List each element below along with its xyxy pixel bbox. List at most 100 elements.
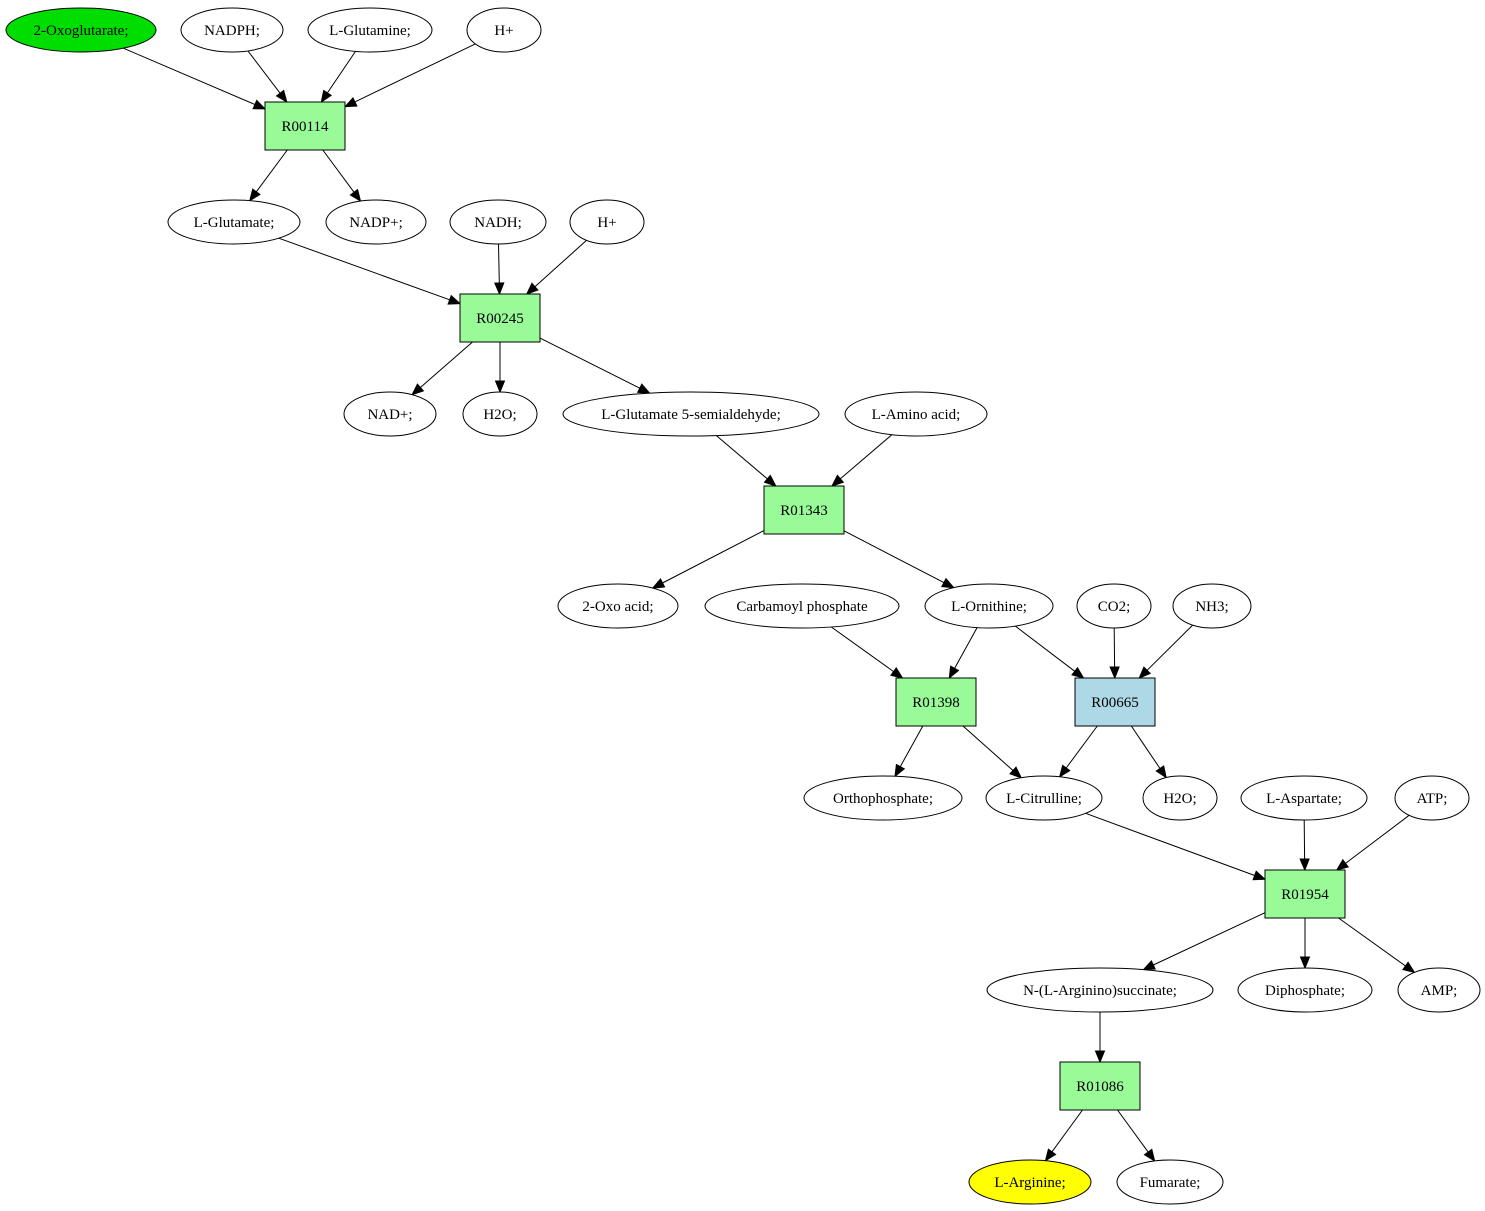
reaction-node-r00665[interactable]: R00665 [1074,677,1156,727]
compound-node-l-glutamate[interactable]: L-Glutamate; [167,199,301,245]
compound-node-nadh[interactable]: NADH; [449,199,547,245]
reaction-box [763,485,845,535]
edge-line [420,341,473,388]
compound-node-nadph[interactable]: NADPH; [180,7,284,53]
compound-node-carbamoyl-phosphate[interactable]: Carbamoyl phosphate [704,583,900,629]
edge-line [534,239,587,288]
reaction-box [459,293,541,343]
compound-label: NH3; [1195,599,1228,615]
edge-line [498,243,500,284]
compound-node-h2o[interactable]: H2O; [1142,775,1218,821]
reaction-node-r00245[interactable]: R00245 [459,293,541,343]
edge-r_R00245-to-c_nadplus [411,341,473,396]
arrowhead [252,99,267,110]
compound-node-nh3[interactable]: NH3; [1172,583,1252,629]
arrowhead [494,282,505,296]
reaction-node-r01954[interactable]: R01954 [1264,869,1346,919]
edge-line [247,50,281,94]
edge-c_co2-to-r_R00665 [1109,627,1120,680]
reaction-box [1074,677,1156,727]
edge-r_R01954-to-c_arginosuccinate [1142,912,1266,971]
edge-line [1338,917,1406,967]
compound-label: H+ [597,215,616,231]
compound-ellipse [343,391,437,437]
edge-line [831,626,894,673]
compound-node-l-ornithine[interactable]: L-Ornithine; [924,583,1054,629]
arrowhead [1009,766,1023,779]
compound-node-l-glutamine[interactable]: L-Glutamine; [307,7,433,53]
compound-node-n-l-arginino-succinate[interactable]: N-(L-Arginino)succinate; [986,967,1214,1013]
compound-node-2-oxoglutarate[interactable]: 2-Oxoglutarate; [5,7,157,53]
arrowhead [1044,1148,1057,1162]
compound-node-l-glutamate-5-semialdehyde[interactable]: L-Glutamate 5-semialdehyde; [562,391,820,437]
compound-node-l-amino-acid[interactable]: L-Amino acid; [844,391,988,437]
compound-ellipse [562,391,820,437]
reaction-node-r00114[interactable]: R00114 [264,101,346,151]
reaction-label: R00245 [476,311,524,327]
compound-node-l-citrulline[interactable]: L-Citrulline; [985,775,1103,821]
arrowhead [525,282,539,295]
compound-ellipse [1172,583,1252,629]
edge-r_R01343-to-c_2oxoacid [651,530,765,589]
edges-layer [123,43,1416,1162]
compound-node-diphosphate[interactable]: Diphosphate; [1237,967,1373,1013]
reaction-node-r01398[interactable]: R01398 [895,677,977,727]
compound-node-nad[interactable]: NAD+; [343,391,437,437]
reaction-node-r01343[interactable]: R01343 [763,485,845,535]
arrowhead [494,380,506,394]
compound-node-fumarate[interactable]: Fumarate; [1116,1159,1224,1205]
compound-label: H2O; [483,407,516,423]
arrowhead [1299,956,1311,970]
reaction-node-r01086[interactable]: R01086 [1059,1061,1141,1111]
compound-label: L-Arginine; [994,1175,1065,1191]
compound-node-h2o[interactable]: H2O; [462,391,538,437]
arrowhead [1109,666,1120,680]
compound-node-2-oxo-acid[interactable]: 2-Oxo acid; [557,583,679,629]
compound-node-atp[interactable]: ATP; [1394,775,1470,821]
arrowhead [948,665,960,680]
edge-r_R00665-to-c_h2o_2 [1130,725,1167,779]
edge-line [954,627,978,669]
compound-label: NADPH; [204,23,260,39]
compound-ellipse [844,391,988,437]
compound-node-nadp[interactable]: NADP+; [325,199,427,245]
edge-r_R00114-to-c_nadpplus [322,149,362,203]
compound-label: H+ [494,23,513,39]
edge-line [322,149,355,193]
edge-line [1051,1109,1083,1153]
arrowhead [1071,666,1085,679]
arrowhead [636,383,651,394]
compound-ellipse [325,199,427,245]
compound-ellipse [985,775,1103,821]
compound-ellipse [5,7,157,53]
compound-ellipse [986,967,1214,1013]
compound-label: L-Aspartate; [1266,791,1342,807]
compound-node-amp[interactable]: AMP; [1397,967,1481,1013]
edge-r_R00114-to-c_lglutamate [249,149,288,202]
edge-c_lornithine-to-r_R01398 [948,627,978,680]
arrowhead [349,188,362,203]
compound-label: 2-Oxo acid; [582,599,653,615]
arrowhead [249,188,261,202]
compound-node-orthophosphate[interactable]: Orthophosphate; [803,775,963,821]
compound-node-l-arginine[interactable]: L-Arginine; [968,1159,1092,1205]
compound-label: H2O; [1163,791,1196,807]
edge-line [326,51,356,94]
edge-c_laspartate-to-r_R01954 [1299,819,1310,872]
edge-line [1085,812,1255,876]
arrowhead [1138,666,1152,679]
compound-ellipse [1394,775,1470,821]
compound-node-h[interactable]: H+ [466,7,542,53]
edge-r_R00245-to-c_h2o_1 [494,342,506,394]
edge-c_hplus_1-to-r_R00114 [343,43,476,108]
compound-label: NAD+; [367,407,412,423]
compound-node-h[interactable]: H+ [569,199,645,245]
edge-line [1065,725,1098,769]
compound-label: ATP; [1417,791,1448,807]
compound-node-co2[interactable]: CO2; [1076,583,1152,629]
compound-label: L-Amino acid; [872,407,961,423]
compound-label: CO2; [1098,599,1131,615]
arrowhead [1402,961,1416,974]
edge-r_R01086-to-c_larginine [1044,1109,1083,1162]
compound-node-l-aspartate[interactable]: L-Aspartate; [1240,775,1368,821]
